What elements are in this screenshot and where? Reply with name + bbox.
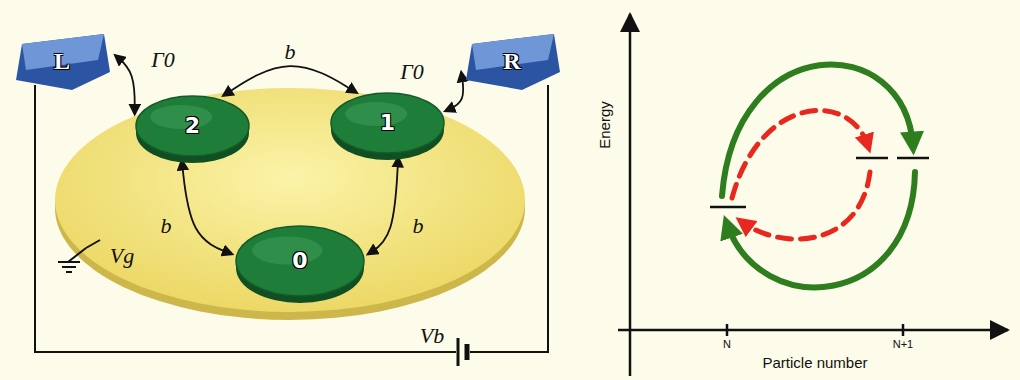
- quantum-dot: 0: [235, 225, 365, 305]
- node-label: R: [503, 48, 520, 75]
- coupling-label: b: [161, 213, 172, 239]
- node-label: 1: [380, 110, 395, 135]
- battery-symbol: [458, 338, 467, 366]
- axis-title: Energy: [596, 101, 613, 149]
- tunnel-coupling: [115, 55, 135, 114]
- tunnel-coupling: [368, 157, 398, 254]
- lead-contact: R: [462, 30, 562, 92]
- circuit-wire: [35, 85, 548, 352]
- node-label: 0: [292, 248, 307, 273]
- substrate: [55, 88, 525, 312]
- tick-label: N: [723, 338, 731, 350]
- voltage-label: Vb: [420, 323, 444, 349]
- quantum-dot: 2: [135, 95, 250, 165]
- axis: [618, 14, 1008, 376]
- ground-symbol: [58, 240, 100, 272]
- node-label: L: [54, 48, 70, 75]
- coupling-label: Γ0: [151, 47, 175, 73]
- coupling-label: b: [285, 39, 296, 65]
- lead-contact: L: [12, 30, 112, 92]
- coupling-label: Γ0: [400, 59, 424, 85]
- coupling-label: b: [413, 213, 424, 239]
- tunnel-coupling: [445, 72, 463, 111]
- transition-arrow: [722, 64, 915, 287]
- tunnel-coupling: [182, 160, 232, 254]
- axis-title: Particle number: [762, 354, 867, 371]
- tick-label: N+1: [893, 338, 914, 350]
- tunnel-coupling: [223, 66, 357, 96]
- voltage-label: Vg: [110, 243, 134, 269]
- quantum-dot: 1: [330, 92, 445, 162]
- node-label: 2: [185, 113, 200, 138]
